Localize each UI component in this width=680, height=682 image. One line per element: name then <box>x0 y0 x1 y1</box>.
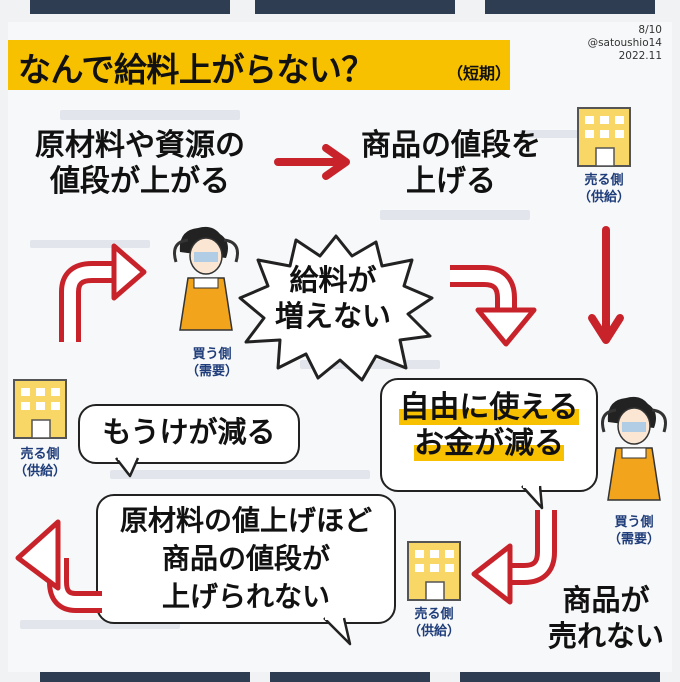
red-arrow-icon <box>588 226 624 344</box>
top-stripe-3 <box>485 0 655 14</box>
bg-texture <box>30 240 150 248</box>
red-arrow-icon <box>274 144 350 180</box>
author-handle: @satoushio14 <box>587 37 662 49</box>
role-label: （需要） <box>185 364 238 379</box>
bg-texture <box>20 620 180 629</box>
bg-texture <box>60 110 240 120</box>
role-label: 買う側 <box>192 347 232 362</box>
bg-texture <box>380 210 530 220</box>
node-line: 上げる <box>406 164 496 199</box>
red-arrow-icon <box>15 519 102 613</box>
top-stripe-2 <box>255 0 455 14</box>
role-label: （需要） <box>607 532 660 547</box>
page-subtitle: （短期） <box>447 64 512 83</box>
date-label: 2022.11 <box>618 50 662 62</box>
bubble-less-spending-money: 自由に使える お金が減る <box>380 378 598 492</box>
node-raise-prices: 商品の値段を 上げる <box>356 128 546 200</box>
bubble-tail <box>521 484 544 510</box>
page-title: なんで給料上がらない？ <box>18 50 374 89</box>
node-line: 原材料や資源の <box>35 128 245 163</box>
role-label: （供給） <box>13 464 66 479</box>
red-arrow-icon <box>59 243 147 342</box>
node-profits-fall: もうけが減る <box>102 415 276 449</box>
role-label: （供給） <box>577 190 630 205</box>
red-arrow-icon <box>450 265 537 347</box>
node-line: 原材料の値上げほど <box>119 504 372 537</box>
node-line: 増えない <box>274 299 391 333</box>
bubble-profits-fall: もうけが減る <box>78 404 300 464</box>
role-label: 売る側 <box>584 173 624 188</box>
node-line: 商品の値段が <box>161 542 330 575</box>
node-line: 上げられない <box>161 580 330 613</box>
node-line: 給料が <box>289 263 377 297</box>
bubble-tail <box>115 456 140 478</box>
role-label: 売る側 <box>414 607 454 622</box>
node-line: お金が減る <box>414 426 564 461</box>
node-less-spending-money: 自由に使える お金が減る <box>382 390 596 462</box>
worried-person-icon <box>601 396 667 501</box>
red-arrow-icon <box>471 510 557 605</box>
worried-person-icon <box>173 226 239 331</box>
role-buyer-top: 買う側 （需要） <box>176 346 248 380</box>
role-seller-bottom: 売る側 （供給） <box>398 606 470 640</box>
role-label: 買う側 <box>614 515 654 530</box>
node-cant-pass-costs: 原材料の値上げほど 商品の値段が 上げられない <box>98 502 394 616</box>
building-icon <box>407 541 461 601</box>
node-line: 自由に使える <box>399 390 579 425</box>
bubble-cant-pass-costs: 原材料の値上げほど 商品の値段が 上げられない <box>96 494 396 624</box>
role-seller-top: 売る側 （供給） <box>568 172 640 206</box>
node-line: 商品が <box>562 583 650 617</box>
node-raw-materials-rise: 原材料や資源の 値段が上がる <box>14 128 266 200</box>
role-buyer-right: 買う側 （需要） <box>598 514 670 548</box>
bubble-tail <box>323 616 352 646</box>
burst-shape <box>238 234 434 382</box>
node-wages-not-rising: 給料が 増えない <box>258 262 408 334</box>
node-goods-dont-sell: 商品が 売れない <box>536 582 676 654</box>
title-bar <box>8 40 510 90</box>
top-stripe-1 <box>30 0 230 14</box>
node-line: 値段が上がる <box>50 164 230 199</box>
role-seller-left: 売る側 （供給） <box>4 446 76 480</box>
building-icon <box>13 379 67 439</box>
node-line: 売れない <box>547 619 664 653</box>
bg-texture <box>110 470 370 479</box>
bg-texture <box>520 130 620 138</box>
page-number: 8/10 <box>638 24 662 36</box>
role-label: （供給） <box>407 624 460 639</box>
node-line: 商品の値段を <box>361 128 541 163</box>
role-label: 売る側 <box>20 447 60 462</box>
building-icon <box>577 107 631 167</box>
